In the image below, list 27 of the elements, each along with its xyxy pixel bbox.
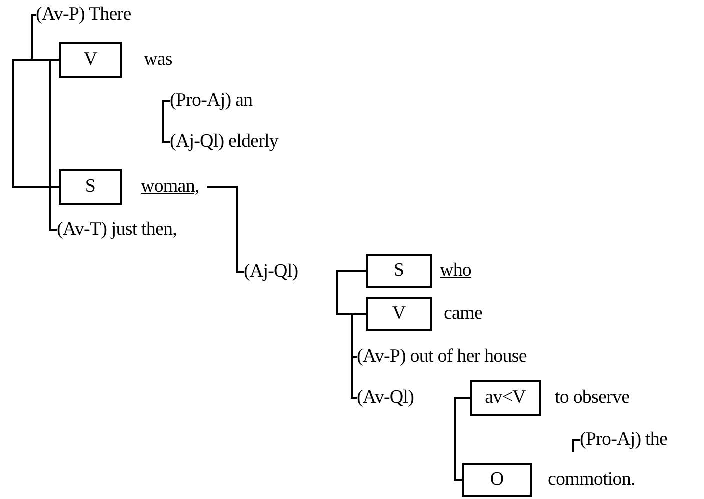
grammar-label: (Av-P) out of her house bbox=[357, 346, 527, 368]
function-box: V bbox=[59, 42, 122, 78]
tree-line bbox=[162, 100, 170, 143]
grammar-label: (Pro-Aj) the bbox=[580, 429, 668, 451]
sentence-word: to observe bbox=[555, 387, 630, 409]
function-box: V bbox=[366, 297, 432, 331]
grammar-label: (Aj-Ql) elderly bbox=[170, 131, 278, 153]
function-box: av<V bbox=[470, 380, 541, 416]
grammar-label: (Av-Ql) bbox=[357, 387, 414, 409]
tree-line bbox=[351, 313, 366, 399]
sentence-word: commotion. bbox=[548, 469, 636, 491]
grammar-label: (Aj-Ql) bbox=[244, 261, 298, 283]
tree-line bbox=[336, 270, 366, 315]
function-box: O bbox=[462, 463, 532, 497]
function-box: S bbox=[366, 254, 432, 288]
tree-line bbox=[207, 186, 244, 273]
grammar-label: (Pro-Aj) an bbox=[170, 90, 253, 112]
tree-line bbox=[49, 59, 59, 231]
tree-line bbox=[12, 59, 59, 188]
tree-line bbox=[454, 397, 470, 481]
grammar-label: (Av-P) There bbox=[36, 4, 132, 26]
sentence-word: woman, bbox=[141, 176, 200, 198]
grammar-label: (Av-T) just then, bbox=[57, 219, 178, 241]
sentence-word: who bbox=[440, 260, 472, 282]
function-box: S bbox=[59, 169, 122, 205]
sentence-word: came bbox=[444, 303, 482, 325]
sentence-word: was bbox=[144, 49, 172, 71]
